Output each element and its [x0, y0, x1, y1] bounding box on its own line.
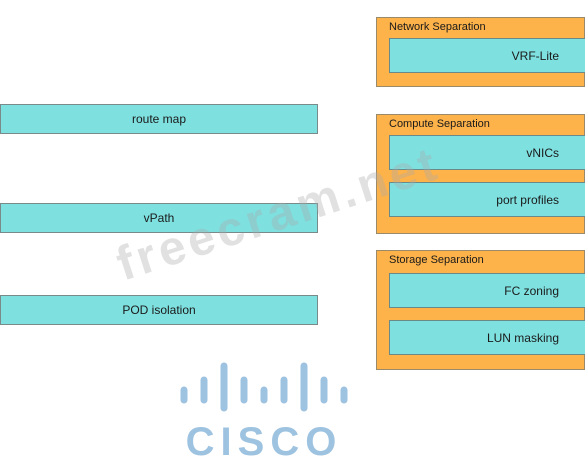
drag-item-vpath[interactable]: vPath	[0, 203, 318, 233]
slot-vnics[interactable]: vNICs	[389, 135, 585, 170]
slot-port-profiles[interactable]: port profiles	[389, 182, 585, 217]
drag-item-route-map[interactable]: route map	[0, 104, 318, 134]
cisco-logo: CISCO	[180, 362, 348, 460]
logo-text: CISCO	[186, 420, 343, 460]
slot-fc-zoning[interactable]: FC zoning	[389, 273, 585, 308]
group-storage-separation: Storage Separation FC zoning LUN masking	[376, 250, 585, 370]
drag-item-pod-isolation[interactable]: POD isolation	[0, 295, 318, 325]
slot-vrf-lite[interactable]: VRF-Lite	[389, 38, 585, 73]
group-compute-separation: Compute Separation vNICs port profiles	[376, 114, 585, 234]
group-title: Network Separation	[389, 21, 486, 33]
group-network-separation: Network Separation VRF-Lite	[376, 17, 585, 87]
group-title: Storage Separation	[389, 254, 484, 266]
slot-lun-masking[interactable]: LUN masking	[389, 320, 585, 355]
group-title: Compute Separation	[389, 118, 490, 130]
